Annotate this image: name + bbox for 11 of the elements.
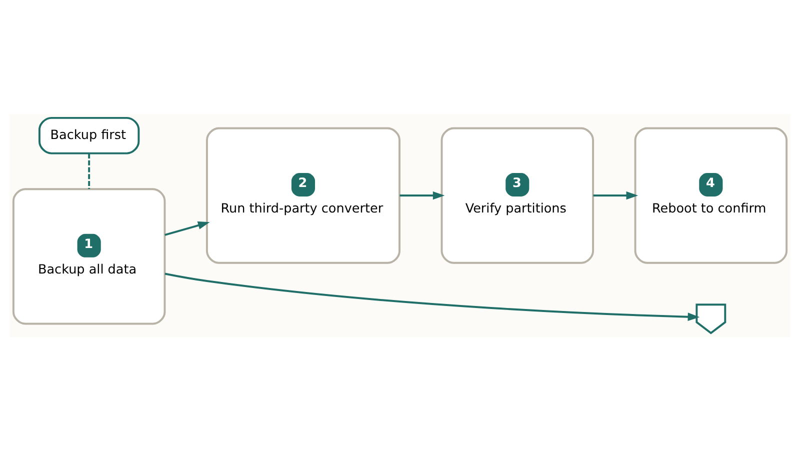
node-box: 3 Verify partitions — [440, 126, 594, 264]
arrow — [164, 272, 700, 320]
node-box: 2 Run third-party converter — [206, 126, 400, 264]
arrow — [593, 190, 638, 200]
node-box: 1 Backup all data — [12, 188, 166, 324]
node-box: 4 Reboot to confirm — [634, 126, 788, 264]
arrow — [164, 220, 210, 236]
connector — [88, 153, 90, 188]
node-box: Backup first — [38, 116, 140, 154]
node-shield — [696, 303, 726, 334]
arrow — [400, 190, 445, 200]
